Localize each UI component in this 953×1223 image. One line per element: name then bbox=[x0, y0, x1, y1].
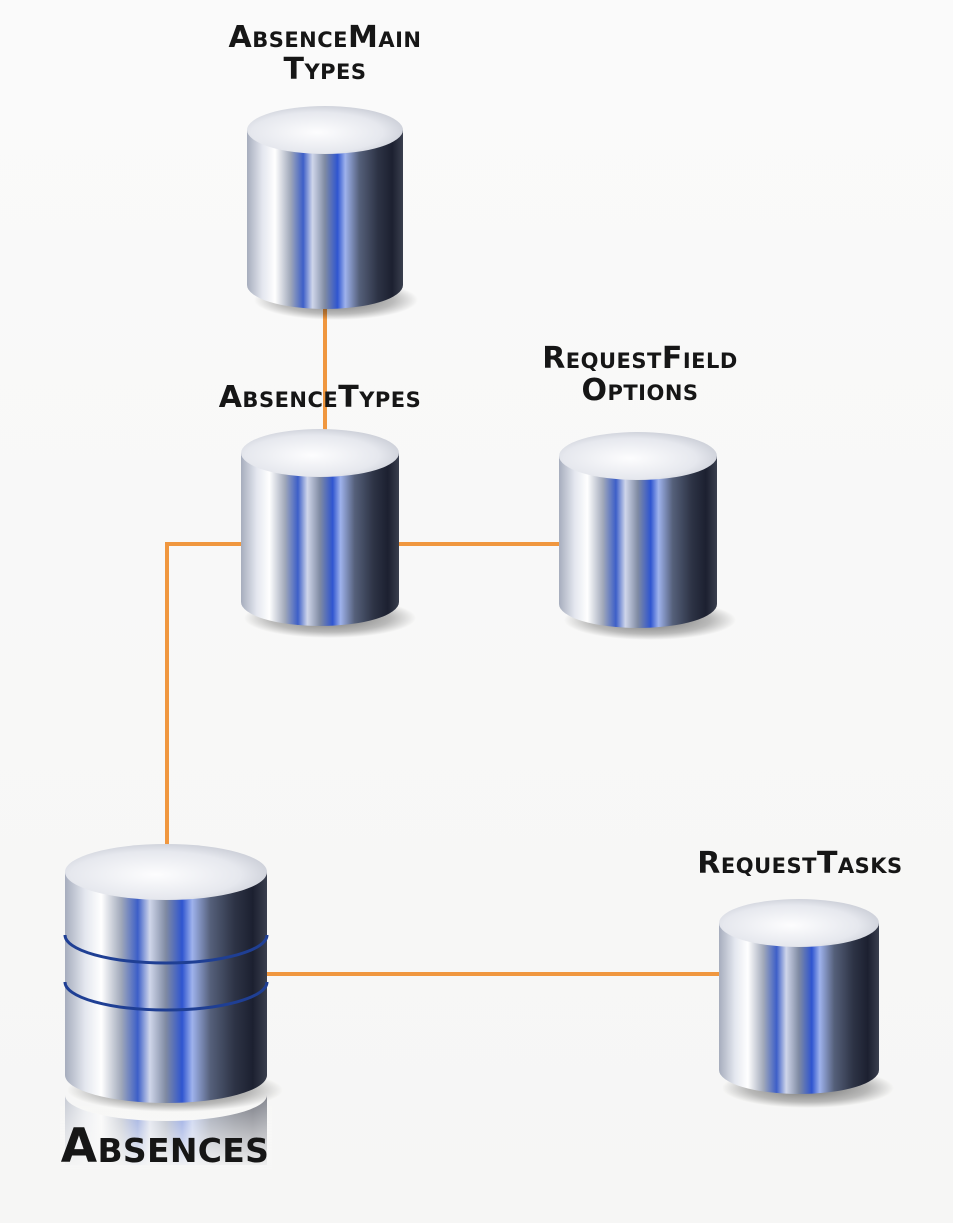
db-cylinder-absence-types bbox=[241, 429, 416, 638]
label-absence-main-types-line2: Types bbox=[283, 51, 367, 87]
db-cylinder-request-tasks bbox=[719, 899, 894, 1108]
db-cylinder-request-field-options bbox=[559, 432, 736, 640]
db-cylinder-absence-main-types bbox=[247, 106, 418, 320]
connector-lines bbox=[165, 305, 720, 976]
label-absences-line1: Absences bbox=[60, 1119, 270, 1174]
label-absences: Absences bbox=[30, 1119, 300, 1174]
label-absence-types-line1: AbsenceTypes bbox=[218, 380, 422, 415]
label-request-field-options-line1: RequestField bbox=[542, 341, 738, 376]
label-absence-main-types-line1: AbsenceMain bbox=[228, 20, 422, 55]
label-absence-main-types: AbsenceMain Types bbox=[200, 22, 450, 85]
label-request-tasks: RequestTasks bbox=[665, 848, 935, 880]
edge-absencetypes-absences bbox=[165, 542, 242, 855]
label-request-field-options-line2: Options bbox=[581, 372, 699, 408]
label-request-tasks-line1: RequestTasks bbox=[697, 846, 903, 881]
label-request-field-options: RequestField Options bbox=[510, 343, 770, 406]
label-absence-types: AbsenceTypes bbox=[190, 382, 450, 414]
db-cylinder-absences bbox=[60, 844, 283, 1170]
